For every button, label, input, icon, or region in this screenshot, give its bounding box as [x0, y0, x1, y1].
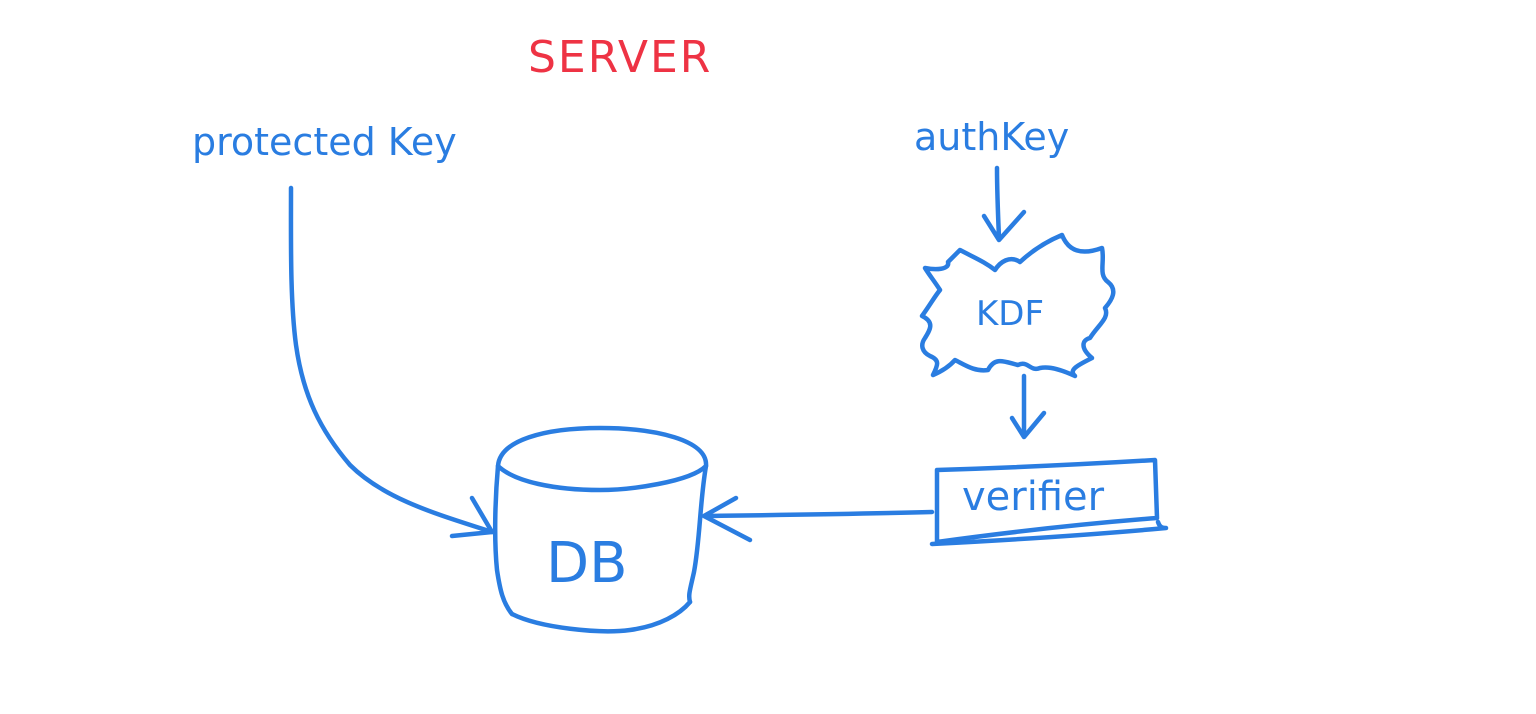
verifier-box-sketch-line — [929, 519, 1169, 547]
protected-key-to-db-arrowhead — [449, 495, 495, 539]
db-cylinder-left-side — [492, 463, 515, 617]
verifier-to-db-arrow — [703, 509, 935, 519]
diagram-title: SERVER — [528, 32, 712, 83]
db-cylinder-top — [495, 425, 709, 493]
kdf-label: KDF — [976, 294, 1044, 334]
verifier-box — [934, 457, 1160, 545]
auth-key-label: authKey — [914, 115, 1069, 159]
kdf-cloud-shape — [919, 232, 1116, 379]
auth-key-to-kdf-arrowhead — [981, 209, 1027, 243]
auth-key-to-kdf-arrow — [994, 165, 1002, 241]
db-label: DB — [546, 531, 628, 596]
kdf-to-verifier-arrowhead — [1009, 410, 1047, 440]
verifier-label: verifier — [962, 474, 1105, 520]
verifier-to-db-arrowhead — [701, 495, 753, 543]
protected-key-to-db-arrow — [288, 185, 495, 535]
protected-key-label: protected Key — [192, 120, 457, 164]
db-cylinder-bottom — [509, 599, 693, 634]
db-cylinder-right-side — [686, 463, 709, 605]
